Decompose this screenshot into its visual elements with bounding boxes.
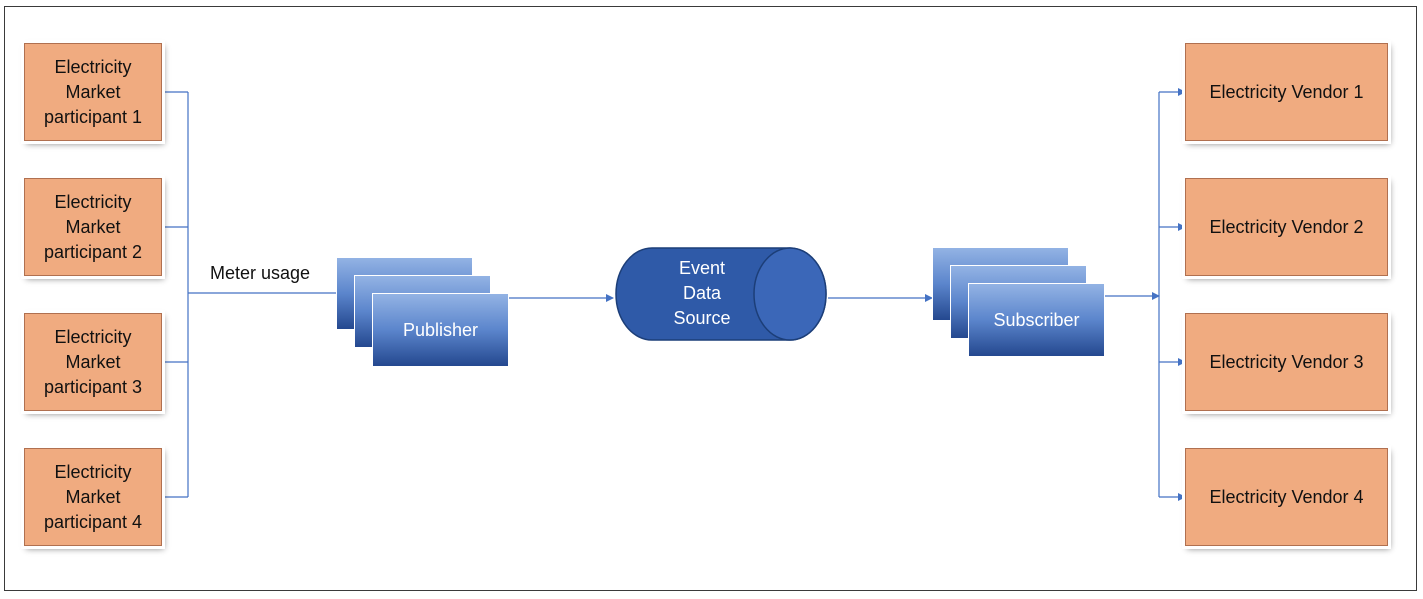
participant-line: Electricity	[54, 461, 132, 482]
data-source-line: Event	[678, 258, 726, 278]
data-source-line: Source	[673, 308, 731, 328]
participant-line: Electricity	[54, 191, 132, 212]
vendor-box-2: Electricity Vendor 2	[1182, 175, 1391, 279]
participant-line: participant 1	[43, 106, 143, 127]
vendor-box-4: Electricity Vendor 4	[1182, 445, 1391, 549]
participant-line: Electricity	[54, 326, 132, 347]
publisher-label: Publisher	[402, 319, 479, 340]
vendor-box-1: Electricity Vendor 1	[1182, 40, 1391, 144]
diagram-frame	[4, 6, 1417, 591]
vendor-box-3: Electricity Vendor 3	[1182, 310, 1391, 414]
participant-line: Market	[65, 216, 121, 237]
data-source-line: Data	[682, 283, 722, 303]
participant-line: Market	[65, 351, 121, 372]
meter-usage-label: Meter usage	[210, 263, 311, 283]
participant-line: Market	[65, 486, 121, 507]
participant-line: Electricity	[54, 56, 132, 77]
participant-line: participant 3	[43, 376, 143, 397]
vendor-label: Electricity Vendor 4	[1209, 486, 1364, 507]
subscriber-card: Subscriber	[968, 283, 1105, 357]
vendor-label: Electricity Vendor 1	[1209, 81, 1364, 102]
participant-line: participant 4	[43, 511, 143, 532]
publisher-card: Publisher	[372, 293, 509, 367]
participant-line: Market	[65, 81, 121, 102]
participant-line: participant 2	[43, 241, 143, 262]
vendor-label: Electricity Vendor 2	[1209, 216, 1364, 237]
vendor-label: Electricity Vendor 3	[1209, 351, 1364, 372]
subscriber-label: Subscriber	[993, 309, 1080, 330]
data-source-label: Event Data Source	[652, 256, 752, 331]
